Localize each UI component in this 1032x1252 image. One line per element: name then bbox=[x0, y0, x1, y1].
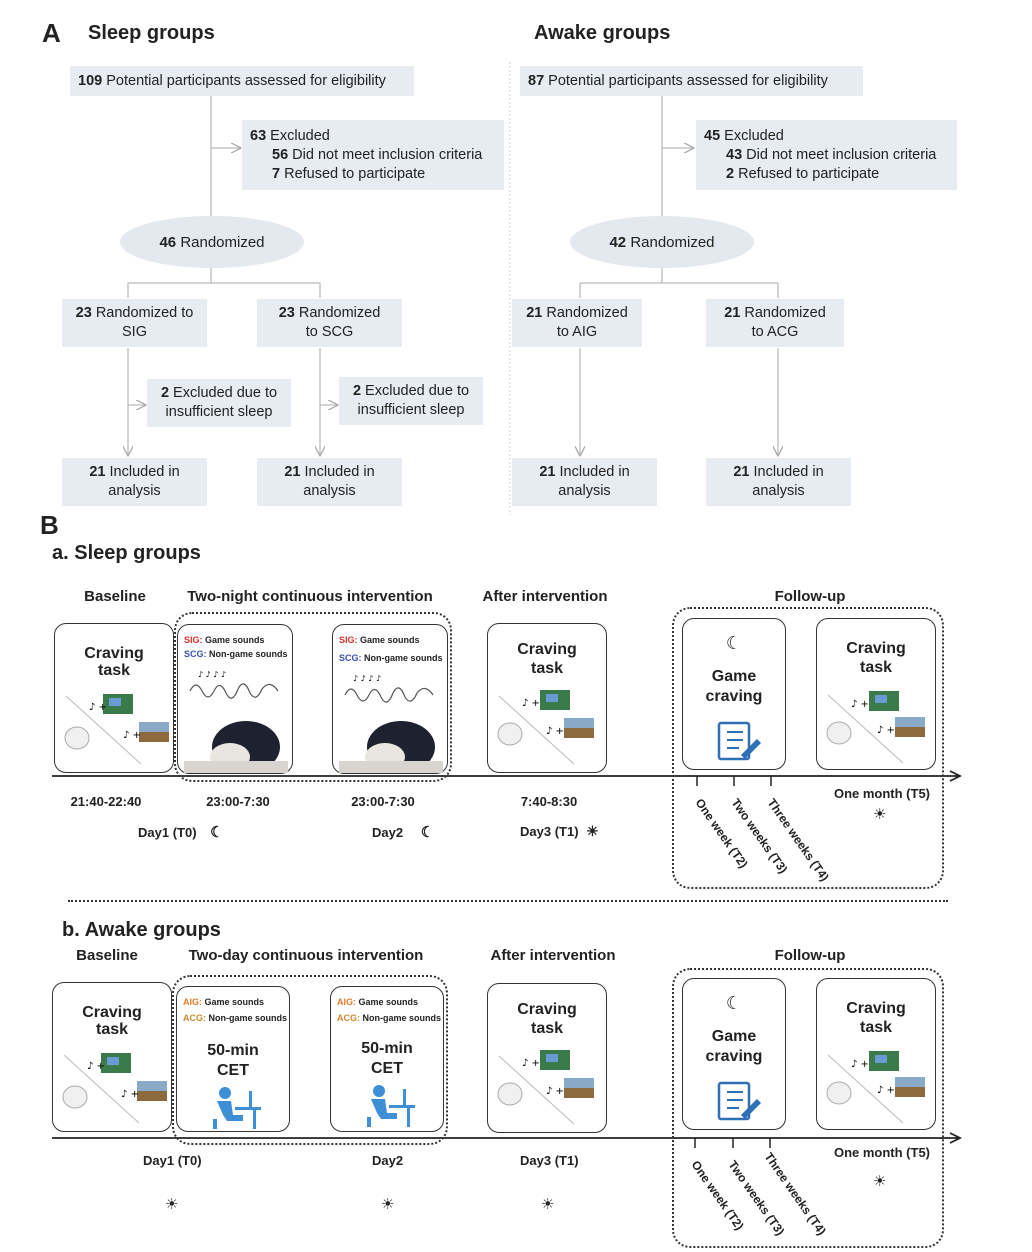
questionnaire-icon bbox=[717, 721, 761, 761]
questionnaire-icon bbox=[717, 1081, 761, 1121]
craving-task-illustration-awake: ♪ + ♪ + bbox=[62, 1053, 167, 1124]
person-computer-icon bbox=[213, 1087, 261, 1129]
moon-icon: ☾ bbox=[725, 633, 743, 653]
b-sleep-followup-card: Craving task ♪ + ♪ + bbox=[816, 618, 936, 770]
awake-arm-acg-box: 21 Randomized to ACG bbox=[706, 299, 844, 347]
b-awake-timeline bbox=[52, 1132, 963, 1148]
b-sleep-game-craving-card: ☾ Game craving bbox=[682, 618, 786, 770]
b-awake-phase-intervention: Two-day continuous intervention bbox=[188, 947, 424, 964]
b-sleep-followup-bracket bbox=[672, 607, 944, 889]
svg-text:♪ +: ♪ + bbox=[877, 1085, 895, 1096]
moon-icon: ☾ bbox=[420, 824, 435, 841]
awake-arm-aig-box: 21 Randomized to AIG bbox=[512, 299, 642, 347]
b-awake-after-card: Craving task ♪ + ♪ + bbox=[487, 983, 607, 1133]
b-awake-phase-follow: Follow-up bbox=[774, 947, 846, 964]
b-sleep-intervention-bracket bbox=[174, 612, 452, 782]
b-sleep-month: One month (T5) bbox=[833, 786, 931, 801]
sleep-eeg-illustration-2: ♪ ♪ ♪ ♪ bbox=[339, 674, 443, 773]
b-sleep-day1: Day1 (T0) ☾ bbox=[138, 824, 224, 841]
awake-assessed-box: 87 Potential participants assessed for e… bbox=[520, 66, 863, 96]
b-sleep-time-night1: 23:00-7:30 bbox=[206, 794, 270, 809]
b-sleep-phase-follow: Follow-up bbox=[774, 588, 846, 605]
b-awake-phase-baseline: Baseline bbox=[76, 947, 138, 964]
b-sleep-time-baseline: 21:40-22:40 bbox=[70, 794, 142, 809]
sleep-groups-title: Sleep groups bbox=[88, 22, 215, 44]
craving-task-illustration-followup: ♪ + ♪ + bbox=[826, 691, 925, 764]
b-awake-phase-after: After intervention bbox=[490, 947, 616, 964]
craving-task-illustration-awake-after: ♪ + ♪ + bbox=[497, 1050, 594, 1125]
svg-text:♪ +: ♪ + bbox=[121, 1089, 139, 1100]
sun-icon: ☀ bbox=[586, 823, 599, 839]
sun-icon: ☀ bbox=[873, 1173, 887, 1190]
svg-text:♪ +: ♪ + bbox=[123, 730, 141, 741]
sleep-scg-included-box: 21 Included in analysis bbox=[257, 458, 402, 506]
sleep-excluded-box: 63 Excluded 56 Did not meet inclusion cr… bbox=[242, 120, 504, 190]
sleep-randomized-ellipse: 46 Randomized bbox=[120, 216, 304, 268]
sun-icon: ☀ bbox=[165, 1196, 179, 1213]
b-awake-title: b. Awake groups bbox=[62, 919, 221, 941]
b-sleep-time-night2: 23:00-7:30 bbox=[351, 794, 415, 809]
b-awake-day1-card: AIG: Game sounds ACG: Non-game sounds 50… bbox=[176, 986, 290, 1132]
svg-text:♪ ♪ ♪ ♪: ♪ ♪ ♪ ♪ bbox=[198, 670, 226, 679]
b-awake-day3: Day3 (T1) bbox=[520, 1153, 579, 1168]
sleep-scg-excluded-box: 2 Excluded due to insufficient sleep bbox=[339, 377, 483, 425]
svg-text:♪ ♪ ♪ ♪: ♪ ♪ ♪ ♪ bbox=[353, 674, 381, 683]
moon-icon: ☾ bbox=[210, 824, 224, 841]
awake-groups-title: Awake groups bbox=[534, 22, 671, 44]
person-computer-icon-2 bbox=[367, 1085, 415, 1127]
b-awake-intervention-bracket bbox=[172, 975, 448, 1145]
b-sleep-phase-intervention: Two-night continuous intervention bbox=[187, 588, 433, 605]
svg-text:♪ +: ♪ + bbox=[522, 1058, 540, 1069]
panel-a-letter: A bbox=[42, 18, 61, 48]
section-separator bbox=[68, 900, 948, 902]
panel-a-connectors bbox=[0, 62, 1032, 515]
sun-icon: ☀ bbox=[873, 806, 887, 823]
b-awake-baseline-card: Craving task ♪ + ♪ + bbox=[52, 982, 172, 1132]
awake-excluded-box: 45 Excluded 43 Did not meet inclusion cr… bbox=[696, 120, 957, 190]
b-sleep-time-after: 7:40-8:30 bbox=[520, 794, 578, 809]
moon-icon: ☾ bbox=[725, 993, 743, 1013]
b-awake-month: One month (T5) bbox=[833, 1145, 931, 1160]
b-sleep-title: a. Sleep groups bbox=[52, 542, 201, 564]
b-awake-followup-bracket bbox=[672, 968, 944, 1248]
b-sleep-timeline bbox=[52, 770, 963, 786]
awake-randomized-ellipse: 42 Randomized bbox=[570, 216, 754, 268]
b-sleep-day2: Day2 ☾ bbox=[372, 824, 435, 841]
svg-text:♪ +: ♪ + bbox=[851, 1059, 869, 1070]
svg-text:♪ +: ♪ + bbox=[546, 726, 564, 737]
b-awake-day2: Day2 bbox=[372, 1153, 404, 1168]
panel-b-letter: B bbox=[40, 510, 59, 540]
sleep-sig-included-box: 21 Included in analysis bbox=[62, 458, 207, 506]
b-awake-day2-card: AIG: Game sounds ACG: Non-game sounds 50… bbox=[330, 986, 444, 1132]
sleep-arm-sig-box: 23 Randomized to SIG bbox=[62, 299, 207, 347]
svg-text:♪ +: ♪ + bbox=[87, 1061, 105, 1072]
b-sleep-night1-card: SIG: Game sounds SCG: Non-game sounds ♪ … bbox=[177, 624, 293, 774]
sleep-eeg-illustration: ♪ ♪ ♪ ♪ bbox=[184, 670, 288, 773]
svg-text:♪ +: ♪ + bbox=[522, 698, 540, 709]
b-sleep-baseline-card: Craving task ♪ + ♪ + bbox=[54, 623, 174, 773]
b-sleep-phase-after: After intervention bbox=[482, 588, 608, 605]
b-awake-followup-card: Craving task ♪ + ♪ + bbox=[816, 978, 936, 1130]
sleep-assessed-box: 109 Potential participants assessed for … bbox=[70, 66, 414, 96]
svg-text:♪ +: ♪ + bbox=[851, 699, 869, 710]
craving-task-illustration-awake-followup: ♪ + ♪ + bbox=[826, 1051, 925, 1124]
b-sleep-night2-card: SIG: Game sounds SCG: Non-game sounds ♪ … bbox=[332, 624, 448, 774]
b-awake-game-craving-card: ☾ Game craving bbox=[682, 978, 786, 1130]
b-sleep-after-card: Craving task ♪ + ♪ + bbox=[487, 623, 607, 773]
svg-text:♪ +: ♪ + bbox=[546, 1086, 564, 1097]
sun-icon: ☀ bbox=[381, 1196, 395, 1213]
b-sleep-day3: Day3 (T1) ☀ bbox=[520, 823, 599, 839]
svg-text:♪ +: ♪ + bbox=[877, 725, 895, 736]
craving-task-illustration-after: ♪ + ♪ + bbox=[497, 690, 594, 765]
awake-aig-included-box: 21 Included in analysis bbox=[512, 458, 657, 506]
b-sleep-phase-baseline: Baseline bbox=[84, 588, 146, 605]
sleep-arm-scg-box: 23 Randomized to SCG bbox=[257, 299, 402, 347]
sun-icon: ☀ bbox=[541, 1196, 555, 1213]
sleep-sig-excluded-box: 2 Excluded due to insufficient sleep bbox=[147, 379, 291, 427]
b-awake-day1: Day1 (T0) bbox=[143, 1153, 202, 1168]
svg-text:♪ +: ♪ + bbox=[89, 702, 107, 713]
awake-acg-included-box: 21 Included in analysis bbox=[706, 458, 851, 506]
craving-task-illustration: ♪ + ♪ + bbox=[64, 694, 169, 765]
